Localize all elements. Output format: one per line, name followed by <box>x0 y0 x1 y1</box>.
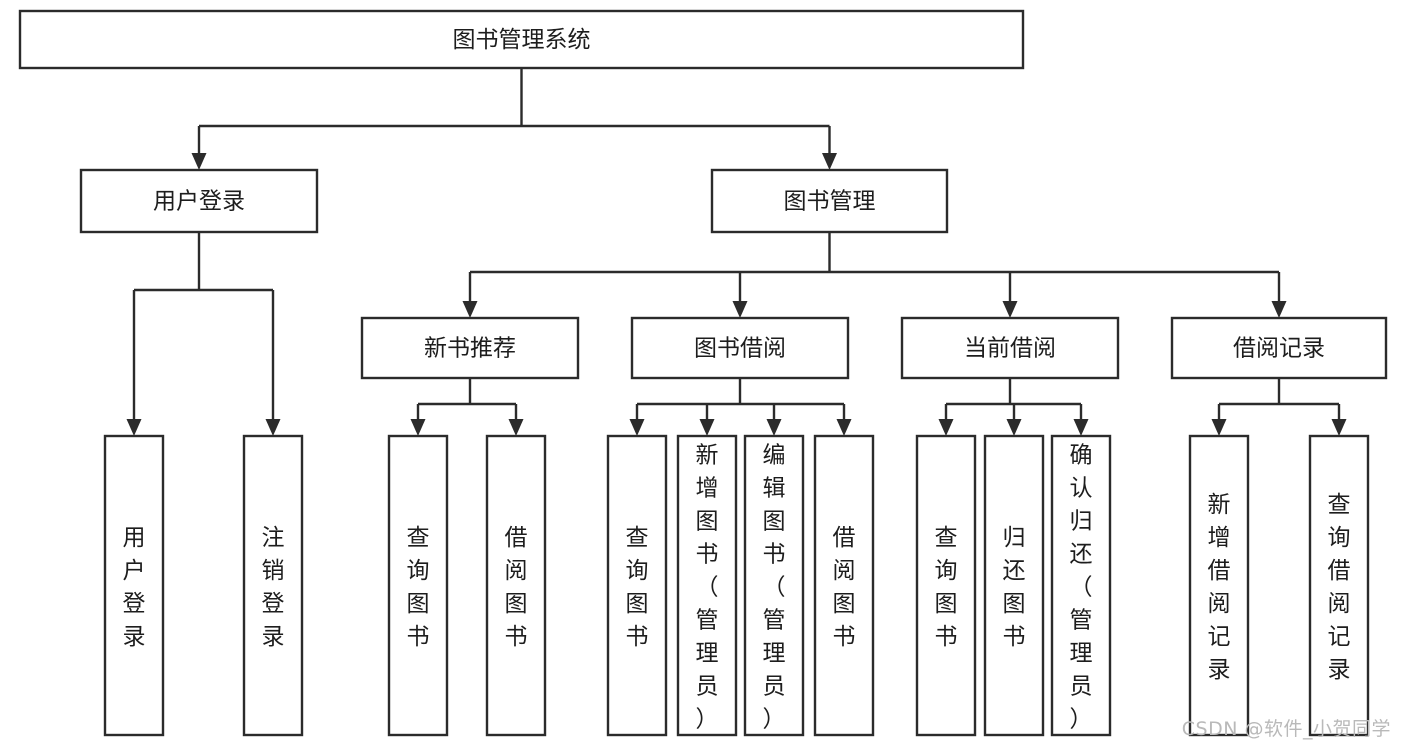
node-leaf_add_book[interactable]: 新增图书（管理员） <box>676 434 738 737</box>
node-layer: 图书管理系统用户登录图书管理新书推荐图书借阅当前借阅借阅记录用户登录注销登录查询… <box>18 9 1388 737</box>
node-label-leaf_logout: 注销登录 <box>262 525 285 650</box>
node-root[interactable]: 图书管理系统 <box>18 9 1025 70</box>
node-box-book_borrow <box>630 316 850 380</box>
node-box-leaf_query_record <box>1308 434 1370 737</box>
node-leaf_user_login[interactable]: 用户登录 <box>103 434 165 737</box>
node-label-leaf_return_book: 归还图书 <box>1003 525 1026 650</box>
connector-group-new_book_rec <box>410 378 524 436</box>
node-label-leaf_add_record: 新增借阅记录 <box>1208 492 1231 683</box>
node-box-leaf_query_book_1 <box>387 434 449 737</box>
node-box-leaf_edit_book <box>743 434 805 737</box>
node-label-leaf_edit_book: 编辑图书（管理员） <box>763 443 786 733</box>
node-box-root <box>18 9 1025 70</box>
node-label-leaf_borrow_book_1: 借阅图书 <box>505 525 528 650</box>
node-label-borrow_record: 借阅记录 <box>1233 336 1325 362</box>
node-box-book_mgmt <box>710 168 949 234</box>
node-leaf_query_book_2[interactable]: 查询图书 <box>606 434 668 737</box>
node-label-book_borrow: 图书借阅 <box>694 336 786 362</box>
node-label-leaf_query_book_1: 查询图书 <box>407 525 430 650</box>
node-label-root: 图书管理系统 <box>453 27 591 53</box>
node-box-leaf_query_book_2 <box>606 434 668 737</box>
node-leaf_confirm_return[interactable]: 确认归还（管理员） <box>1050 434 1112 737</box>
node-leaf_logout[interactable]: 注销登录 <box>242 434 304 737</box>
node-box-user_login <box>79 168 319 234</box>
connector-layer <box>126 68 1347 436</box>
node-leaf_query_record[interactable]: 查询借阅记录 <box>1308 434 1370 737</box>
node-label-leaf_query_book_2: 查询图书 <box>626 525 649 650</box>
connector-group-user_login <box>126 232 281 436</box>
node-box-new_book_rec <box>360 316 580 380</box>
node-box-leaf_borrow_book_2 <box>813 434 875 737</box>
node-leaf_edit_book[interactable]: 编辑图书（管理员） <box>743 434 805 737</box>
node-label-leaf_user_login: 用户登录 <box>123 525 146 650</box>
node-label-user_login: 用户登录 <box>153 189 245 215</box>
node-box-leaf_return_book <box>983 434 1045 737</box>
node-leaf_query_book_1[interactable]: 查询图书 <box>387 434 449 737</box>
node-box-leaf_query_book_3 <box>915 434 977 737</box>
node-label-leaf_borrow_book_2: 借阅图书 <box>833 525 856 650</box>
node-user_login[interactable]: 用户登录 <box>79 168 319 234</box>
node-box-borrow_record <box>1170 316 1388 380</box>
connector-group-root <box>191 68 837 170</box>
node-box-leaf_confirm_return <box>1050 434 1112 737</box>
node-leaf_query_book_3[interactable]: 查询图书 <box>915 434 977 737</box>
node-leaf_return_book[interactable]: 归还图书 <box>983 434 1045 737</box>
node-book_mgmt[interactable]: 图书管理 <box>710 168 949 234</box>
node-label-leaf_query_book_3: 查询图书 <box>935 525 958 650</box>
node-label-leaf_query_record: 查询借阅记录 <box>1328 492 1351 683</box>
node-box-leaf_add_record <box>1188 434 1250 737</box>
node-current_borrow[interactable]: 当前借阅 <box>900 316 1120 380</box>
node-label-book_mgmt: 图书管理 <box>784 189 876 215</box>
node-book_borrow[interactable]: 图书借阅 <box>630 316 850 380</box>
node-borrow_record[interactable]: 借阅记录 <box>1170 316 1388 380</box>
node-label-leaf_add_book: 新增图书（管理员） <box>696 443 719 733</box>
connector-group-current_borrow <box>938 378 1089 436</box>
node-leaf_borrow_book_1[interactable]: 借阅图书 <box>485 434 547 737</box>
node-leaf_borrow_book_2[interactable]: 借阅图书 <box>813 434 875 737</box>
node-leaf_add_record[interactable]: 新增借阅记录 <box>1188 434 1250 737</box>
connector-group-book_borrow <box>629 378 852 436</box>
node-label-leaf_confirm_return: 确认归还（管理员） <box>1070 443 1093 733</box>
node-box-current_borrow <box>900 316 1120 380</box>
node-new_book_rec[interactable]: 新书推荐 <box>360 316 580 380</box>
watermark-text: CSDN @软件_小贺同学 <box>1181 718 1391 740</box>
node-label-new_book_rec: 新书推荐 <box>424 336 516 362</box>
connector-group-borrow_record <box>1211 378 1347 436</box>
node-box-leaf_add_book <box>676 434 738 737</box>
connector-group-book_mgmt <box>462 232 1287 318</box>
node-box-leaf_user_login <box>103 434 165 737</box>
node-box-leaf_borrow_book_1 <box>485 434 547 737</box>
node-box-leaf_logout <box>242 434 304 737</box>
node-label-current_borrow: 当前借阅 <box>964 336 1056 362</box>
